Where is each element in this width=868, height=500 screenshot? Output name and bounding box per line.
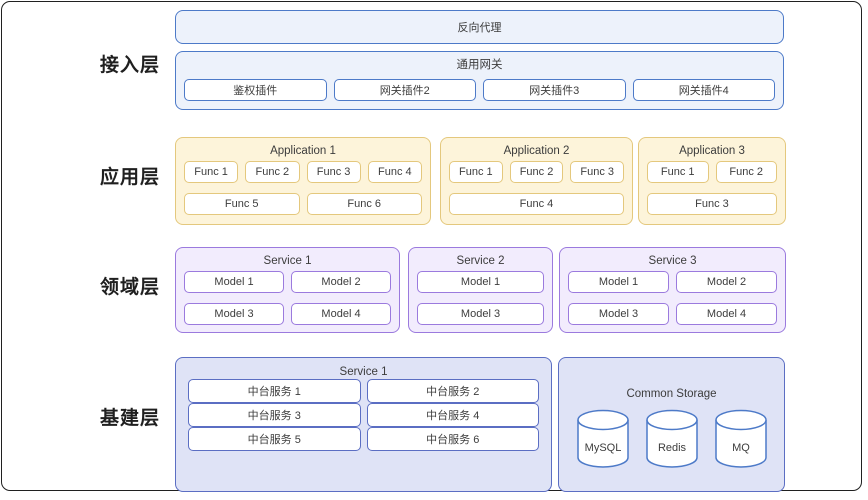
func-box: Func 5	[184, 193, 300, 215]
reverse-proxy-label: 反向代理	[457, 22, 502, 34]
database-cylinder-mq: MQ	[714, 409, 767, 468]
service-3-model-row-2: Model 3 Model 4	[568, 303, 777, 325]
model-box: Model 1	[417, 271, 544, 293]
application-1-func-row-1: Func 1 Func 2 Func 3 Func 4	[184, 161, 422, 183]
layer-label-domain: 领域层	[99, 277, 160, 298]
infra-service-row-1: 中台服务 1 中台服务 2	[188, 379, 539, 403]
func-box: Func 1	[184, 161, 239, 183]
service-2-box: Service 2 Model 1 Model 3	[408, 247, 553, 333]
service-1-title: Service 1	[263, 255, 312, 267]
layer-label-access: 接入层	[99, 55, 160, 76]
application-1-title: Application 1	[270, 145, 336, 157]
model-box: Model 2	[291, 271, 391, 293]
func-box: Func 2	[245, 161, 300, 183]
application-3-func-row-1: Func 1 Func 2	[647, 161, 777, 183]
database-row: MySQL Redis MQ	[576, 409, 768, 469]
infra-service-row-2: 中台服务 3 中台服务 4	[188, 403, 539, 427]
service-2-model-row-2: Model 3	[417, 303, 544, 325]
reverse-proxy-box: 反向代理	[175, 10, 784, 44]
gateway-plugin-row: 鉴权插件 网关插件2 网关插件3 网关插件4	[184, 79, 775, 101]
plugin-gateway-4: 网关插件4	[632, 79, 775, 101]
func-box: Func 2	[509, 161, 564, 183]
func-box: Func 6	[306, 193, 422, 215]
plugin-gateway-3: 网关插件3	[483, 79, 626, 101]
database-cylinder-mysql: MySQL	[576, 409, 629, 468]
platform-service-box: 中台服务 6	[366, 427, 539, 451]
service-2-model-row-1: Model 1	[417, 271, 544, 293]
layer-label-infrastructure: 基建层	[99, 408, 160, 429]
service-1-box: Service 1 Model 1 Model 2 Model 3 Model …	[175, 247, 400, 333]
func-box: Func 3	[570, 161, 625, 183]
common-storage-title: Common Storage	[626, 388, 717, 400]
func-box: Func 2	[715, 161, 777, 183]
model-box: Model 1	[184, 271, 284, 293]
model-box: Model 1	[568, 271, 669, 293]
platform-service-box: 中台服务 2	[366, 379, 539, 403]
platform-service-box: 中台服务 5	[188, 427, 361, 451]
func-box: Func 3	[647, 193, 777, 215]
model-box: Model 3	[417, 303, 544, 325]
service-3-model-row-1: Model 1 Model 2	[568, 271, 777, 293]
application-2-func-row-1: Func 1 Func 2 Func 3	[449, 161, 625, 183]
application-3-box: Application 3 Func 1 Func 2 Func 3	[638, 137, 786, 225]
layer-label-application: 应用层	[99, 167, 160, 188]
func-box: Func 1	[647, 161, 709, 183]
platform-service-box: 中台服务 3	[188, 403, 361, 427]
application-2-title: Application 2	[503, 145, 570, 157]
gateway-box: 通用网关 鉴权插件 网关插件2 网关插件3 网关插件4	[175, 51, 784, 110]
infra-service-box: Service 1 中台服务 1 中台服务 2 中台服务 3 中台服务 4 中台…	[175, 357, 552, 492]
service-1-model-row-1: Model 1 Model 2	[184, 271, 391, 293]
plugin-auth: 鉴权插件	[184, 79, 327, 101]
service-2-title: Service 2	[456, 255, 505, 267]
common-storage-box: Common Storage MySQL Redis MQ	[558, 357, 785, 492]
func-box: Func 3	[306, 161, 361, 183]
application-2-func-row-2: Func 4	[449, 193, 624, 215]
application-1-box: Application 1 Func 1 Func 2 Func 3 Func …	[175, 137, 431, 225]
model-box: Model 2	[676, 271, 777, 293]
database-cylinder-redis: Redis	[645, 409, 698, 468]
service-1-model-row-2: Model 3 Model 4	[184, 303, 391, 325]
func-box: Func 4	[449, 193, 624, 215]
gateway-title: 通用网关	[456, 59, 503, 71]
database-label-redis: Redis	[657, 442, 686, 454]
func-box: Func 1	[449, 161, 503, 183]
database-label-mq: MQ	[732, 442, 750, 454]
platform-service-box: 中台服务 1	[188, 379, 361, 403]
platform-service-box: 中台服务 4	[366, 403, 539, 427]
database-label-mysql: MySQL	[584, 442, 621, 454]
model-box: Model 3	[568, 303, 669, 325]
application-1-func-row-2: Func 5 Func 6	[184, 193, 422, 215]
application-2-box: Application 2 Func 1 Func 2 Func 3 Func …	[440, 137, 633, 225]
application-3-func-row-2: Func 3	[647, 193, 777, 215]
infra-service-row-3: 中台服务 5 中台服务 6	[188, 427, 539, 451]
service-3-box: Service 3 Model 1 Model 2 Model 3 Model …	[559, 247, 786, 333]
application-3-title: Application 3	[679, 145, 745, 157]
plugin-gateway-2: 网关插件2	[333, 79, 476, 101]
service-3-title: Service 3	[648, 255, 697, 267]
model-box: Model 3	[184, 303, 284, 325]
model-box: Model 4	[676, 303, 777, 325]
func-box: Func 4	[367, 161, 422, 183]
infra-service-title: Service 1	[339, 366, 388, 378]
model-box: Model 4	[291, 303, 391, 325]
